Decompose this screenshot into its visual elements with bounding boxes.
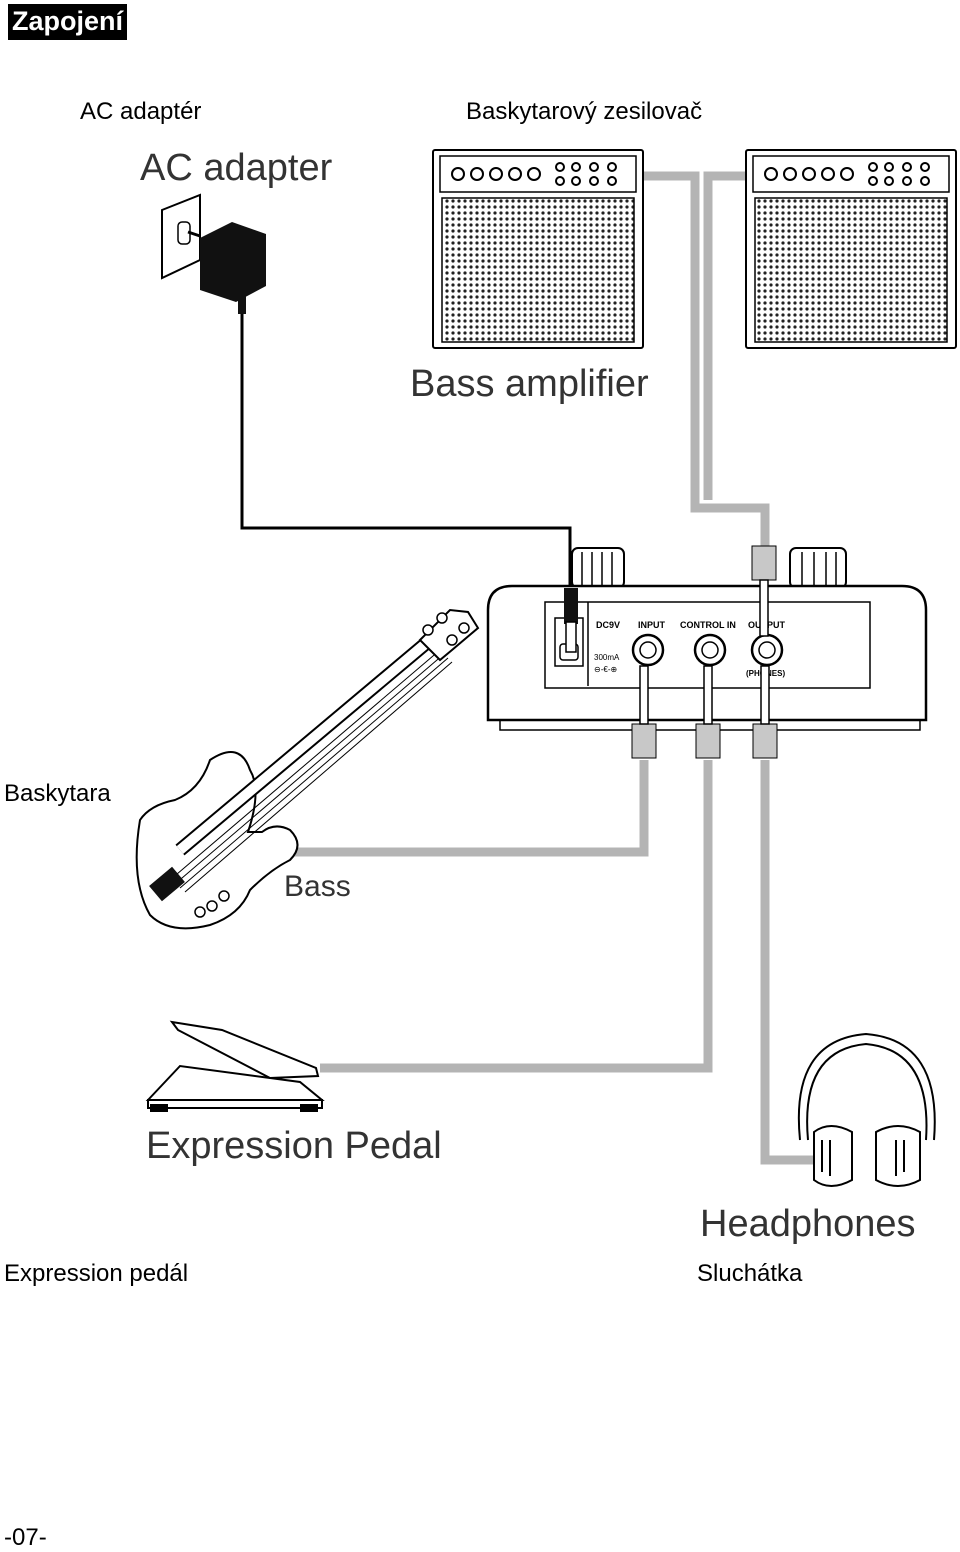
dc-label: DC9V	[596, 620, 620, 630]
page-number: -07-	[4, 1524, 47, 1551]
label-bass-amplifier: Baskytarový zesilovač	[466, 98, 703, 125]
ac-adapter-caption: AC adapter	[140, 147, 333, 189]
headphones-icon	[797, 1032, 936, 1187]
svg-text:⊖-€-⊕: ⊖-€-⊕	[594, 665, 617, 674]
bass-guitar-icon	[135, 608, 480, 930]
ac-adapter-icon	[161, 193, 266, 314]
ac-cable	[240, 310, 572, 590]
cable-amp2-link	[703, 171, 748, 500]
amp-caption: Bass amplifier	[410, 363, 649, 405]
label-bass: Baskytara	[4, 780, 111, 807]
label-headphones: Sluchátka	[697, 1260, 803, 1287]
cable-amp-output	[640, 171, 770, 548]
bass-caption: Bass	[284, 870, 351, 903]
cable-bass-input	[280, 760, 649, 857]
expression-pedal-icon	[145, 1020, 325, 1112]
pedal-caption: Expression Pedal	[146, 1125, 442, 1167]
cables	[280, 171, 818, 1165]
control-jack-label: CONTROL IN	[680, 620, 736, 630]
label-expression-pedal: Expression pedál	[4, 1260, 189, 1287]
page-title: Zapojení	[8, 4, 128, 40]
cable-pedal-control	[320, 760, 713, 1073]
plugs	[564, 545, 778, 759]
current-label: 300mA	[594, 653, 620, 662]
label-ac-adapter: AC adaptér	[80, 98, 202, 125]
cable-headphones	[760, 760, 818, 1165]
headphones-caption: Headphones	[700, 1203, 916, 1245]
bass-amplifier-left-icon	[432, 149, 644, 349]
input-jack-label: INPUT	[638, 620, 666, 630]
bass-amplifier-right-icon	[745, 149, 957, 349]
